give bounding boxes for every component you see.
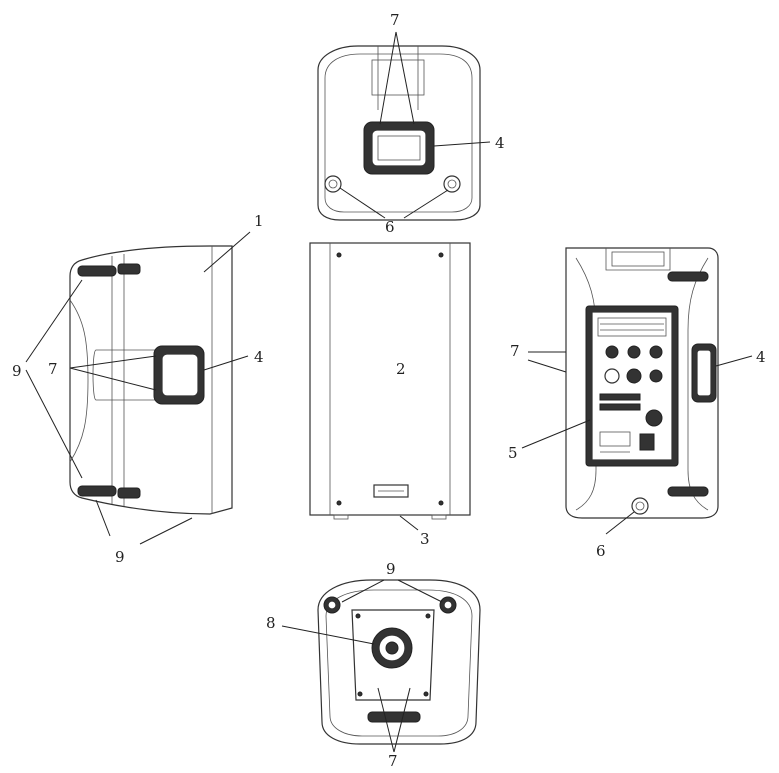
back-control-panel xyxy=(585,305,679,467)
top-view: 7 4 6 xyxy=(317,11,505,236)
top-rigging-label: 7 xyxy=(390,11,400,29)
back-panel-label: 5 xyxy=(508,444,518,462)
back-lip-top xyxy=(667,271,709,282)
side-lip-top xyxy=(77,263,141,277)
front-view: 2 3 xyxy=(309,242,471,548)
back-view: 7 4 5 6 xyxy=(508,247,766,560)
top-foot-right xyxy=(443,175,461,193)
front-grille-label: 2 xyxy=(396,360,406,378)
side-lip-label: 9 xyxy=(12,362,22,380)
back-lip-bottom xyxy=(667,486,709,497)
top-handle xyxy=(363,121,435,175)
top-foot-left xyxy=(324,175,342,193)
bottom-rigging-label: 7 xyxy=(388,752,398,770)
logo-badge-label: 3 xyxy=(420,530,430,548)
bottom-pole-mount-plate xyxy=(351,609,435,701)
logo-badge xyxy=(373,484,409,498)
side-lip-bottom xyxy=(77,485,141,499)
bottom-view: 9 8 7 xyxy=(266,560,481,770)
top-feet-label: 6 xyxy=(385,218,395,236)
back-foot-label: 6 xyxy=(596,542,606,560)
bottom-feet-label: 9 xyxy=(386,560,396,578)
side-handle xyxy=(92,345,205,405)
back-handle-label: 4 xyxy=(756,348,766,366)
side-handle-label: 4 xyxy=(254,348,264,366)
side-rigging-label: 7 xyxy=(48,360,58,378)
back-handle xyxy=(691,343,717,403)
back-foot xyxy=(631,497,649,515)
enclosure-label: 1 xyxy=(254,212,264,230)
back-rigging-label: 7 xyxy=(510,342,520,360)
side-view: 1 9 7 4 9 xyxy=(12,212,264,566)
side-lip-bottom-label: 9 xyxy=(115,548,125,566)
bottom-pole-mount-label: 8 xyxy=(266,614,276,632)
top-handle-label: 4 xyxy=(495,134,505,152)
